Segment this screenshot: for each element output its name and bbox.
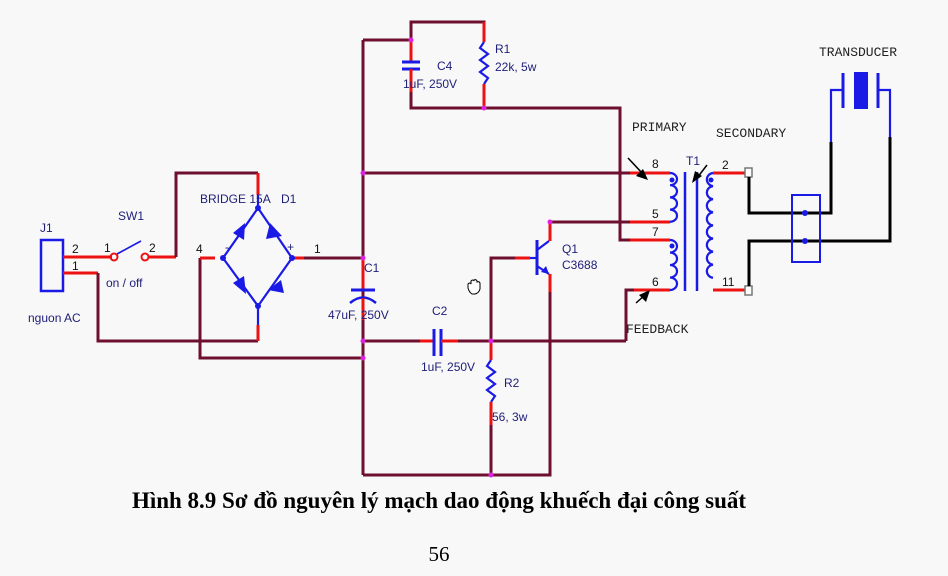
resistor-r2: R2 56, 3w [485, 341, 528, 425]
d1-minus: - [225, 240, 229, 254]
junctions [360, 37, 553, 478]
c2-value: 1uF, 250V [421, 360, 475, 374]
d1-pin4: 4 [196, 242, 203, 256]
d1-plus: + [287, 240, 294, 254]
figure-caption: Hình 8.9 Sơ đồ nguyên lý mạch dao động k… [131, 488, 747, 513]
d1-desc: BRIDGE 15A [200, 192, 271, 206]
r2-value: 56, 3w [492, 410, 528, 424]
t1-pin6: 6 [652, 275, 659, 289]
secondary-label: SECONDARY [716, 126, 786, 141]
transducer-output: TRANSDUCER [747, 45, 897, 286]
sw1-pin2: 2 [149, 241, 156, 255]
bridge-rectifier-d1: BRIDGE 15A D1 4 1 - + [196, 173, 321, 341]
page-number: 56 [428, 542, 450, 566]
t1-pin5: 5 [652, 207, 659, 221]
sw1-pin1: 1 [104, 241, 111, 255]
d1-ref: D1 [281, 192, 297, 206]
sw1-desc: on / off [106, 276, 143, 290]
resistor-r1: R1 22k, 5w [478, 22, 537, 108]
capacitor-c1: C1 47uF, 250V [328, 258, 389, 322]
t1-pin8: 8 [652, 157, 659, 171]
sw1-ref: SW1 [118, 209, 144, 223]
t1-ref: T1 [686, 154, 700, 168]
j1-desc: nguon AC [28, 311, 81, 325]
t1-pin11: 11 [722, 275, 735, 289]
j1-pin1: 1 [72, 259, 79, 273]
q1-ref: Q1 [562, 242, 578, 256]
capacitor-c4: C4 1uF, 250V [402, 40, 457, 92]
primary-label: PRIMARY [632, 120, 687, 135]
t1-pin7: 7 [652, 225, 659, 239]
t1-pin2: 2 [722, 158, 729, 172]
c1-ref: C1 [364, 261, 380, 275]
j1-ref: J1 [40, 221, 53, 235]
transformer-t1: T1 PRIMARY SECONDARY FEEDBACK 8 5 7 6 2 … [626, 120, 786, 337]
transistor-q1: Q1 C3688 [515, 222, 598, 292]
transducer-label: TRANSDUCER [819, 45, 897, 60]
switch-sw1: SW1 1 2 on / off [104, 209, 176, 290]
c4-ref: C4 [437, 59, 453, 73]
feedback-label: FEEDBACK [626, 322, 689, 337]
wires [96, 20, 640, 477]
r1-value: 22k, 5w [495, 60, 537, 74]
capacitor-c2: C2 1uF, 250V [420, 304, 475, 374]
q1-value: C3688 [562, 258, 598, 272]
c1-value: 47uF, 250V [328, 308, 389, 322]
c4-value: 1uF, 250V [403, 77, 457, 91]
j1-pin2: 2 [72, 242, 79, 256]
hand-cursor-icon [467, 279, 481, 295]
d1-pin1: 1 [314, 242, 321, 256]
r2-ref: R2 [504, 376, 520, 390]
connector-j1: J1 2 1 nguon AC [28, 221, 112, 325]
c2-ref: C2 [432, 304, 448, 318]
r1-ref: R1 [495, 42, 511, 56]
